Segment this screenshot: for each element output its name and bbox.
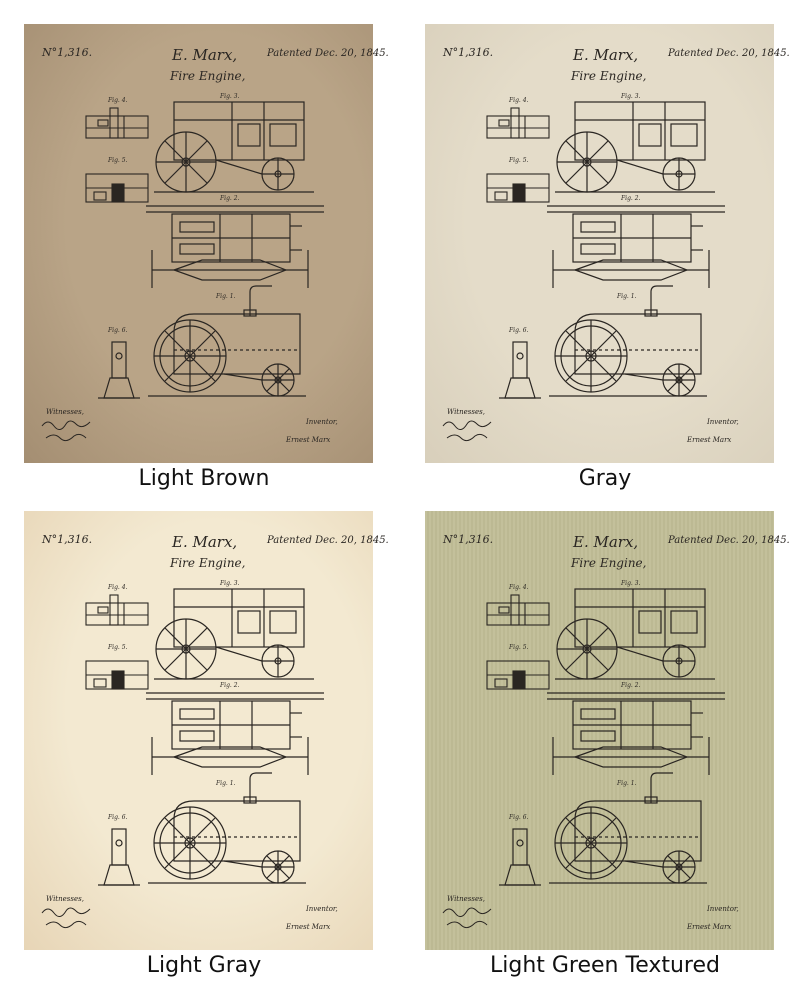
fig-label: Fig. 2. (219, 682, 240, 689)
patent-inventor-name: E. Marx, (572, 533, 638, 551)
patent-print: N°1,316. E. Marx, Fire Engine, Patented … (425, 24, 790, 463)
variant-caption: Gray (578, 466, 632, 491)
patent-date: Patented Dec. 20, 1845. (266, 48, 389, 59)
fig-2-drawing (547, 692, 725, 775)
witnesses-label: Witnesses, (447, 895, 485, 903)
fig-4-drawing (486, 594, 550, 626)
fig-1-drawing (549, 772, 707, 884)
witness-signatures (41, 420, 91, 442)
fig-label: Fig. 5. (508, 644, 529, 651)
fig-5-drawing (85, 660, 149, 690)
fig-6-drawing (98, 828, 140, 886)
witness-signatures (442, 420, 492, 442)
fig-3-drawing (555, 101, 715, 193)
variant-tile-light-green-textured: N°1,316. E. Marx, Fire Engine, Patented … (425, 511, 800, 1001)
fig-6-drawing (499, 828, 541, 886)
fig-label: Fig. 2. (620, 195, 641, 202)
inventor-label: Inventor, (305, 905, 338, 913)
patent-inventor-name: E. Marx, (171, 533, 237, 551)
patent-number: N°1,316. (41, 533, 92, 546)
witness-signatures (41, 907, 91, 929)
inventor-label: Inventor, (706, 418, 739, 426)
fig-label: Fig. 5. (107, 644, 128, 651)
variant-caption: Light Green Textured (489, 953, 720, 978)
fig-label: Fig. 6. (107, 814, 128, 821)
fig-label: Fig. 6. (107, 327, 128, 334)
fig-label: Fig. 1. (616, 293, 637, 300)
patent-drawing: N°1,316. E. Marx, Fire Engine, Patented … (41, 533, 389, 931)
fig-label: Fig. 1. (215, 780, 236, 787)
fig-label: Fig. 5. (508, 157, 529, 164)
inventor-signature: Ernest Marx (686, 923, 731, 931)
fig-1-drawing (148, 285, 306, 397)
inventor-signature: Ernest Marx (285, 436, 330, 444)
fig-5-drawing (486, 660, 550, 690)
fig-6-drawing (98, 341, 140, 399)
variant-caption: Light Brown (138, 466, 270, 491)
fig-1-drawing (148, 772, 306, 884)
patent-print: N°1,316. E. Marx, Fire Engine, Patented … (24, 24, 389, 463)
patent-drawing: N°1,316. E. Marx, Fire Engine, Patented … (442, 46, 790, 444)
variant-tile-light-brown: N°1,316. E. Marx, Fire Engine, Patented … (24, 24, 399, 514)
patent-print: N°1,316. E. Marx, Fire Engine, Patented … (425, 511, 790, 950)
fig-4-drawing (85, 107, 149, 139)
patent-inventor-name: E. Marx, (572, 46, 638, 64)
patent-date: Patented Dec. 20, 1845. (667, 48, 790, 59)
variant-tile-gray: N°1,316. E. Marx, Fire Engine, Patented … (425, 24, 800, 514)
fig-4-drawing (486, 107, 550, 139)
fig-6-drawing (499, 341, 541, 399)
witnesses-label: Witnesses, (447, 408, 485, 416)
fig-label: Fig. 5. (107, 157, 128, 164)
fig-5-drawing (85, 173, 149, 203)
patent-number: N°1,316. (41, 46, 92, 59)
patent-print: N°1,316. E. Marx, Fire Engine, Patented … (24, 511, 389, 950)
fig-label: Fig. 4. (107, 97, 128, 104)
patent-title: Fire Engine, (169, 69, 245, 83)
patent-title: Fire Engine, (570, 556, 646, 570)
fig-label: Fig. 3. (219, 580, 240, 587)
patent-number: N°1,316. (442, 533, 493, 546)
fig-label: Fig. 1. (215, 293, 236, 300)
inventor-signature: Ernest Marx (285, 923, 330, 931)
fig-2-drawing (146, 205, 324, 288)
variant-tile-light-gray: N°1,316. E. Marx, Fire Engine, Patented … (24, 511, 399, 1001)
witnesses-label: Witnesses, (46, 895, 84, 903)
fig-3-drawing (555, 588, 715, 680)
patent-title: Fire Engine, (570, 69, 646, 83)
patent-date: Patented Dec. 20, 1845. (667, 535, 790, 546)
fig-label: Fig. 4. (508, 97, 529, 104)
fig-label: Fig. 2. (219, 195, 240, 202)
fig-label: Fig. 4. (107, 584, 128, 591)
inventor-label: Inventor, (706, 905, 739, 913)
patent-title: Fire Engine, (169, 556, 245, 570)
variant-caption: Light Gray (146, 953, 262, 978)
fig-label: Fig. 3. (620, 580, 641, 587)
fig-2-drawing (146, 692, 324, 775)
fig-label: Fig. 6. (508, 327, 529, 334)
fig-4-drawing (85, 594, 149, 626)
patent-drawing: N°1,316. E. Marx, Fire Engine, Patented … (442, 533, 790, 931)
fig-2-drawing (547, 205, 725, 288)
witnesses-label: Witnesses, (46, 408, 84, 416)
fig-label: Fig. 4. (508, 584, 529, 591)
patent-drawing: N°1,316. E. Marx, Fire Engine, Patented … (41, 46, 389, 444)
fig-5-drawing (486, 173, 550, 203)
fig-3-drawing (154, 101, 314, 193)
fig-label: Fig. 3. (620, 93, 641, 100)
fig-label: Fig. 3. (219, 93, 240, 100)
witness-signatures (442, 907, 492, 929)
inventor-signature: Ernest Marx (686, 436, 731, 444)
patent-number: N°1,316. (442, 46, 493, 59)
fig-1-drawing (549, 285, 707, 397)
patent-date: Patented Dec. 20, 1845. (266, 535, 389, 546)
fig-label: Fig. 6. (508, 814, 529, 821)
patent-inventor-name: E. Marx, (171, 46, 237, 64)
fig-label: Fig. 1. (616, 780, 637, 787)
fig-label: Fig. 2. (620, 682, 641, 689)
inventor-label: Inventor, (305, 418, 338, 426)
fig-3-drawing (154, 588, 314, 680)
